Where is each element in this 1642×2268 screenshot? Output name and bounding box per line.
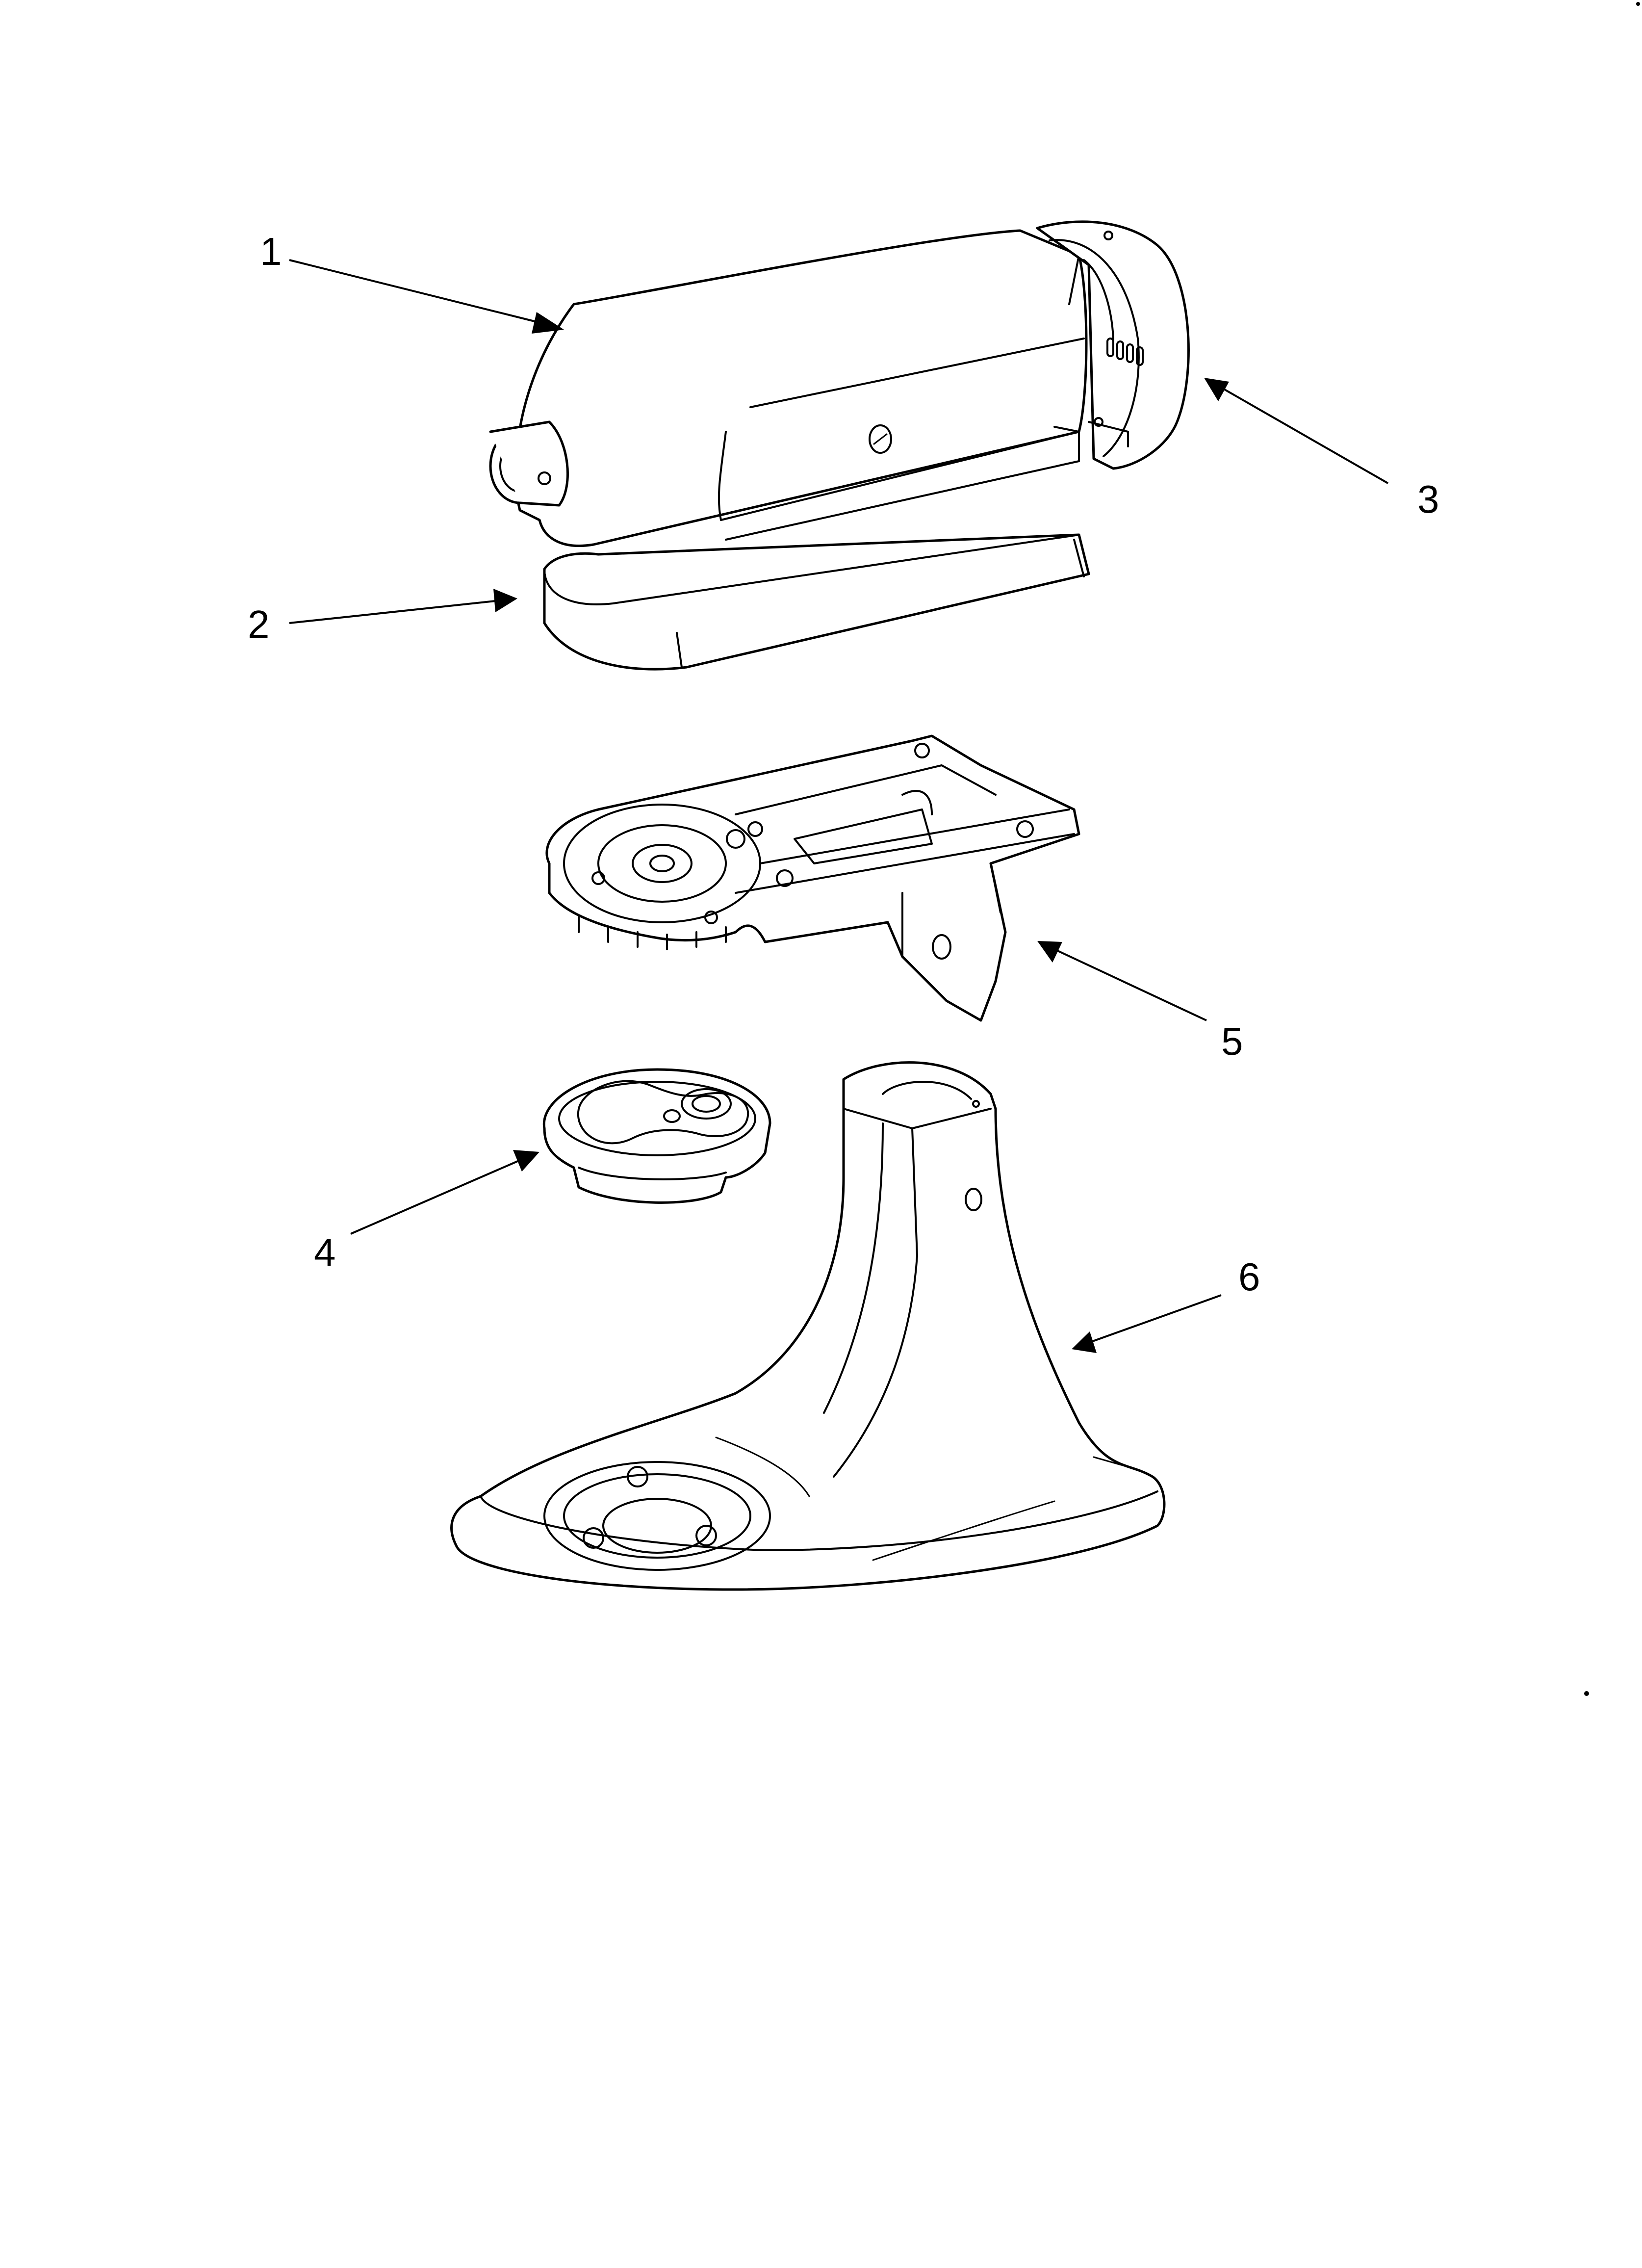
motor-housing: [489, 229, 1088, 547]
vent-slots: [1106, 338, 1144, 366]
callout-6: 6: [1072, 1255, 1260, 1353]
callout-3: 3: [1204, 378, 1439, 521]
gear-case: [545, 734, 1080, 1022]
callout-4: 4: [314, 1150, 539, 1274]
callout-label-5: 5: [1221, 1019, 1243, 1063]
planetary-drive: [542, 1068, 771, 1204]
rear-cover: [1036, 220, 1190, 470]
callout-2: 2: [248, 589, 517, 646]
callout-label-3: 3: [1417, 477, 1439, 521]
pedestal-base: [450, 1061, 1166, 1591]
callout-label-4: 4: [314, 1230, 336, 1274]
callout-label-1: 1: [260, 230, 282, 273]
corner-mark: [1636, 2, 1640, 6]
housing-band: [543, 533, 1090, 671]
callout-1: 1: [260, 230, 564, 334]
page-dot: [1584, 1691, 1589, 1696]
callout-label-6: 6: [1238, 1255, 1260, 1299]
callout-label-2: 2: [248, 602, 270, 646]
callout-5: 5: [1037, 941, 1243, 1063]
